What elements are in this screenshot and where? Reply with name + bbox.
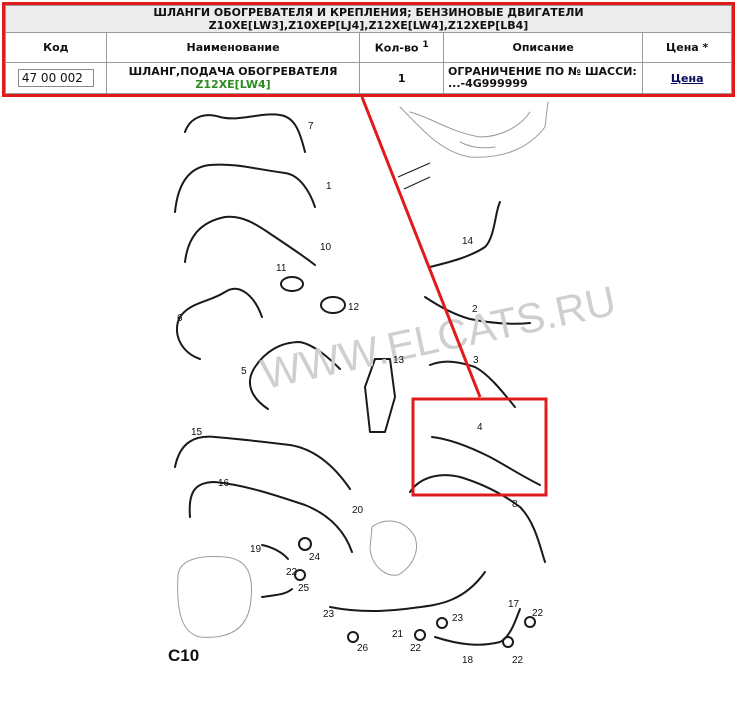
callout-22-d: 22 [286,567,298,578]
qty-cell: 1 [359,62,444,94]
header-qty-footnote: 1 [422,40,429,51]
callout-4: 4 [477,422,483,433]
hose-19[interactable] [261,544,289,560]
engine-block-outline [399,101,549,158]
callout-15: 15 [191,427,203,438]
hose-4[interactable] [431,436,541,486]
expansion-tank[interactable] [177,556,253,638]
hose-6[interactable] [175,287,263,360]
clamp-23[interactable] [436,617,448,629]
highlight-box [411,397,548,497]
callout-20: 20 [352,505,364,516]
callout-22-b: 22 [532,608,544,619]
clamp-11[interactable] [280,276,304,292]
header-qty: Кол-во 1 [359,32,444,63]
callout-3: 3 [473,355,479,366]
callout-8: 8 [512,499,518,510]
clamp-12[interactable] [320,296,346,314]
clamp-26[interactable] [347,631,359,643]
hose-21[interactable] [329,571,486,613]
callout-13: 13 [393,355,405,366]
callout-16: 16 [218,478,230,489]
callout-2: 2 [472,304,478,315]
hose-5[interactable] [248,341,341,410]
name-cell: ШЛАНГ,ПОДАЧА ОБОГРЕВАТЕЛЯ Z12XE[LW4] [105,62,361,94]
clamp-22-b[interactable] [414,629,426,641]
callout-19: 19 [250,544,262,555]
code-cell: 47 00 002 [5,62,107,94]
description-line-1: ОГРАНИЧЕНИЕ ПО № ШАССИ: [447,65,637,78]
table-title: ШЛАНГИ ОБОГРЕВАТЕЛЯ И КРЕПЛЕНИЯ; БЕНЗИНО… [5,5,732,33]
callout-11: 11 [276,263,287,274]
bracket-13[interactable] [364,358,396,433]
callout-23-a: 23 [323,609,335,620]
clamp-22-d[interactable] [502,636,514,648]
hose-16[interactable] [188,481,353,553]
callout-18: 18 [462,655,474,666]
hose-7[interactable] [184,113,306,153]
hose-10[interactable] [184,215,316,266]
callout-5: 5 [241,366,247,377]
hose-2[interactable] [424,296,531,325]
parts-table: ШЛАНГИ ОБОГРЕВАТЕЛЯ И КРЕПЛЕНИЯ; БЕНЗИНО… [5,5,732,94]
part-code-field[interactable]: 47 00 002 [17,69,94,87]
hose-8[interactable] [409,474,546,563]
callout-7: 7 [308,121,314,132]
header-name: Наименование [105,32,361,63]
clamp-22-c[interactable] [524,616,536,628]
callout-12: 12 [348,302,360,313]
price-cell: Цена [642,62,732,94]
header-price: Цена * [642,32,732,63]
parts-diagram: WWW.ELCATS.RU 7 1 10 11 12 6 5 13 14 2 3… [168,97,620,666]
header-code: Код [5,32,107,63]
callout-26: 26 [357,643,369,654]
part-name: ШЛАНГ,ПОДАЧА ОБОГРЕВАТЕЛЯ [128,65,338,78]
hose-3[interactable] [429,360,516,408]
engine-code: Z12XE[LW4] [195,78,271,91]
callout-22-c: 22 [512,655,524,666]
callout-24: 24 [309,552,321,563]
clamp-24[interactable] [298,537,312,551]
callout-14: 14 [462,236,474,247]
callout-10: 10 [320,242,332,253]
hose-1[interactable] [174,163,316,213]
hose-18[interactable] [434,608,521,646]
header-qty-label: Кол-во [374,41,419,55]
header-description: Описание [442,32,644,63]
price-link[interactable]: Цена [670,71,704,85]
description-cell: ОГРАНИЧЕНИЕ ПО № ШАССИ: ...-4G999999 [442,62,644,94]
callout-6: 6 [177,313,183,324]
section-code: C10 [168,646,199,665]
hose-15[interactable] [174,435,351,490]
highlight-connector [360,97,482,398]
table-row: 47 00 002 ШЛАНГ,ПОДАЧА ОБОГРЕВАТЕЛЯ Z12X… [5,62,732,94]
callout-23-b: 23 [452,613,464,624]
hose-25[interactable] [261,588,293,598]
hose-14[interactable] [429,201,501,268]
clamp-22-a[interactable] [294,569,306,581]
thermostat-housing[interactable] [369,520,417,576]
callout-22-a: 22 [410,643,422,654]
callout-25: 25 [298,583,310,594]
callout-21: 21 [392,629,404,640]
callout-17: 17 [508,599,520,610]
parts-table-frame: ШЛАНГИ ОБОГРЕВАТЕЛЯ И КРЕПЛЕНИЯ; БЕНЗИНО… [2,2,735,97]
callout-1: 1 [326,181,332,192]
description-line-2: ...-4G999999 [447,77,528,90]
